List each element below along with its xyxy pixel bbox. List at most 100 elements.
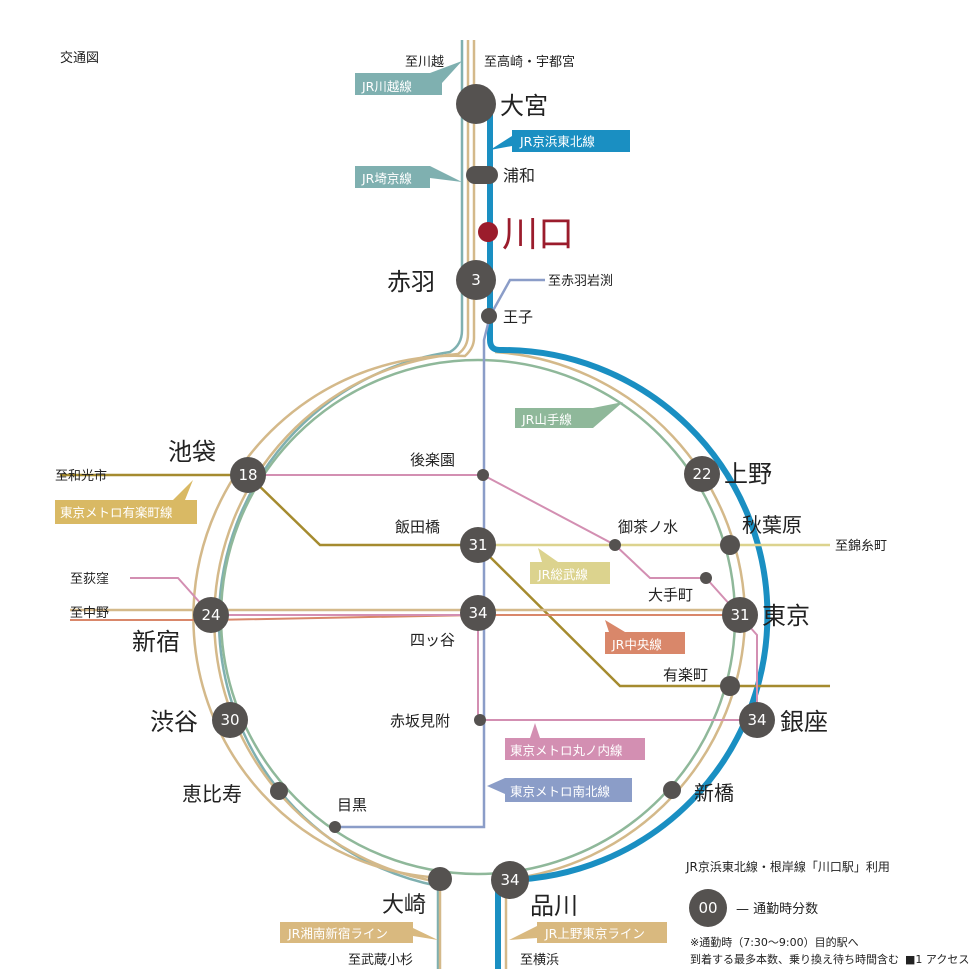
dir-wakoshi: 至和光市 [55,468,107,484]
label-kawagoe: JR川越線 [355,61,462,95]
station-ginza[interactable] [739,702,775,738]
label-namboku: 東京メトロ南北線 [487,778,632,802]
station-shibuya-label: 渋谷 [150,708,198,736]
time-iidabashi: 31 [468,536,487,554]
dir-akabaneiwabuchi: 至赤羽岩渕 [548,274,613,289]
keihin-tohoku-line [487,110,771,969]
station-tokyo-label: 東京 [762,602,810,630]
dir-nakano: 至中野 [70,606,109,621]
time-ueno: 22 [692,465,711,483]
station-shinagawa-label: 品川 [530,892,578,920]
station-ikebukuro[interactable] [230,457,266,493]
time-yotsuya: 34 [468,604,487,622]
station-akasakamitsuke[interactable] [474,714,486,726]
station-otemachi-label: 大手町 [648,586,693,604]
direction-labels: 至川越 至高崎・宇都宮 至赤羽岩渕 至和光市 至荻窪 至中野 至錦糸町 至武蔵小… [55,54,887,968]
time-tokyo: 31 [730,606,749,624]
label-marunouchi: 東京メトロ丸ノ内線 [505,723,645,760]
station-shimbashi[interactable] [663,781,681,799]
legend-note2: 到着する最多本数、乗り換え待ち時間含む [690,952,899,966]
time-ginza: 34 [747,711,766,729]
time-shinagawa: 34 [500,871,519,889]
station-ginza-label: 銀座 [780,708,828,736]
figure-caption: ■1 アクセス [905,953,969,966]
time-shinjuku: 24 [201,606,220,624]
label-chuo: JR中央線 [605,620,685,654]
station-urawa-label: 浦和 [503,166,535,185]
station-osaki[interactable] [428,867,452,891]
station-ueno-label: 上野 [724,460,772,488]
chuo-line [70,614,740,621]
station-ochanomizu[interactable] [609,539,621,551]
shonan-line [213,40,470,969]
map-title: 交通図 [60,50,99,66]
dir-kawagoe: 至川越 [405,55,444,70]
station-ebisu-label: 恵比寿 [182,782,242,806]
svg-text:JR埼京線: JR埼京線 [361,171,412,186]
station-akabane[interactable] [456,260,496,300]
station-urawa[interactable] [466,166,498,184]
west-rings [192,40,747,969]
station-oji-label: 王子 [503,308,533,326]
label-keihin: JR京浜東北線 [490,130,630,152]
station-shibuya[interactable] [212,702,248,738]
namboku-line [335,278,545,829]
yurakucho-line [60,473,830,688]
station-korakuen-label: 後楽園 [410,451,455,469]
dir-yokohama: 至横浜 [520,953,559,968]
stations: 大宮 浦和 川口 3 赤羽 王子 後楽園 18 池袋 22 上野 31 飯田橋 … [132,84,828,920]
label-saikyo: JR埼京線 [355,166,462,188]
station-tokyo[interactable] [722,597,758,633]
station-otemachi[interactable] [700,572,712,584]
station-yotsuya-label: 四ッ谷 [410,631,455,649]
dir-takasaki: 至高崎・宇都宮 [484,54,575,70]
svg-text:JR総武線: JR総武線 [537,567,588,582]
label-shonan: JR湘南新宿ライン [280,922,438,943]
station-akasakamitsuke-label: 赤坂見附 [390,712,450,730]
station-oji[interactable] [481,308,497,324]
svg-text:東京メトロ有楽町線: 東京メトロ有楽町線 [60,505,173,520]
station-ikebukuro-label: 池袋 [168,438,216,466]
station-yotsuya[interactable] [460,595,496,631]
label-ueno-tokyo: JR上野東京ライン [509,922,667,943]
station-shinjuku[interactable] [193,597,229,633]
dir-kinshicho: 至錦糸町 [835,538,887,554]
station-shimbashi-label: 新橋 [694,781,734,805]
svg-text:JR山手線: JR山手線 [521,412,572,427]
svg-text:JR川越線: JR川越線 [361,79,412,94]
label-sobu: JR総武線 [530,548,610,584]
svg-text:JR京浜東北線: JR京浜東北線 [519,134,595,149]
label-yurakucho: 東京メトロ有楽町線 [55,480,197,524]
legend-heading: JR京浜東北線・根岸線「川口駅」利用 [685,859,890,874]
station-akihabara-label: 秋葉原 [742,513,802,537]
station-kawaguchi[interactable] [478,222,498,242]
svg-text:東京メトロ丸ノ内線: 東京メトロ丸ノ内線 [510,743,623,758]
station-korakuen[interactable] [477,469,489,481]
legend-note1: ※通勤時（7:30～9:00）目的駅へ [690,935,859,949]
time-akabane: 3 [471,271,481,289]
station-ebisu[interactable] [270,782,288,800]
station-ochanomizu-label: 御茶ノ水 [618,518,678,536]
station-meguro[interactable] [329,821,341,833]
legend-sample: 00 [698,899,717,917]
station-akihabara[interactable] [720,535,740,555]
time-ikebukuro: 18 [238,466,257,484]
station-yurakucho-label: 有楽町 [663,666,708,684]
station-akabane-label: 赤羽 [387,268,435,296]
line-labels: JR川越線 JR京浜東北線 JR埼京線 JR山手線 東京メトロ有楽町線 JR総武… [55,61,685,943]
station-ueno[interactable] [684,456,720,492]
legend: JR京浜東北線・根岸線「川口駅」利用 00 — 通勤時分数 ※通勤時（7:30～… [685,859,969,966]
station-iidabashi[interactable] [460,527,496,563]
station-shinjuku-label: 新宿 [132,628,180,656]
station-yurakucho[interactable] [720,676,740,696]
station-meguro-label: 目黒 [337,796,367,814]
svg-text:JR湘南新宿ライン: JR湘南新宿ライン [287,926,388,941]
station-shinagawa[interactable] [491,861,529,899]
station-omiya[interactable] [456,84,496,124]
takasaki-line [192,40,476,880]
svg-text:東京メトロ南北線: 東京メトロ南北線 [510,784,611,799]
station-iidabashi-label: 飯田橋 [395,518,440,536]
svg-text:JR上野東京ライン: JR上野東京ライン [544,926,645,941]
dir-ogikubo: 至荻窪 [70,571,109,587]
